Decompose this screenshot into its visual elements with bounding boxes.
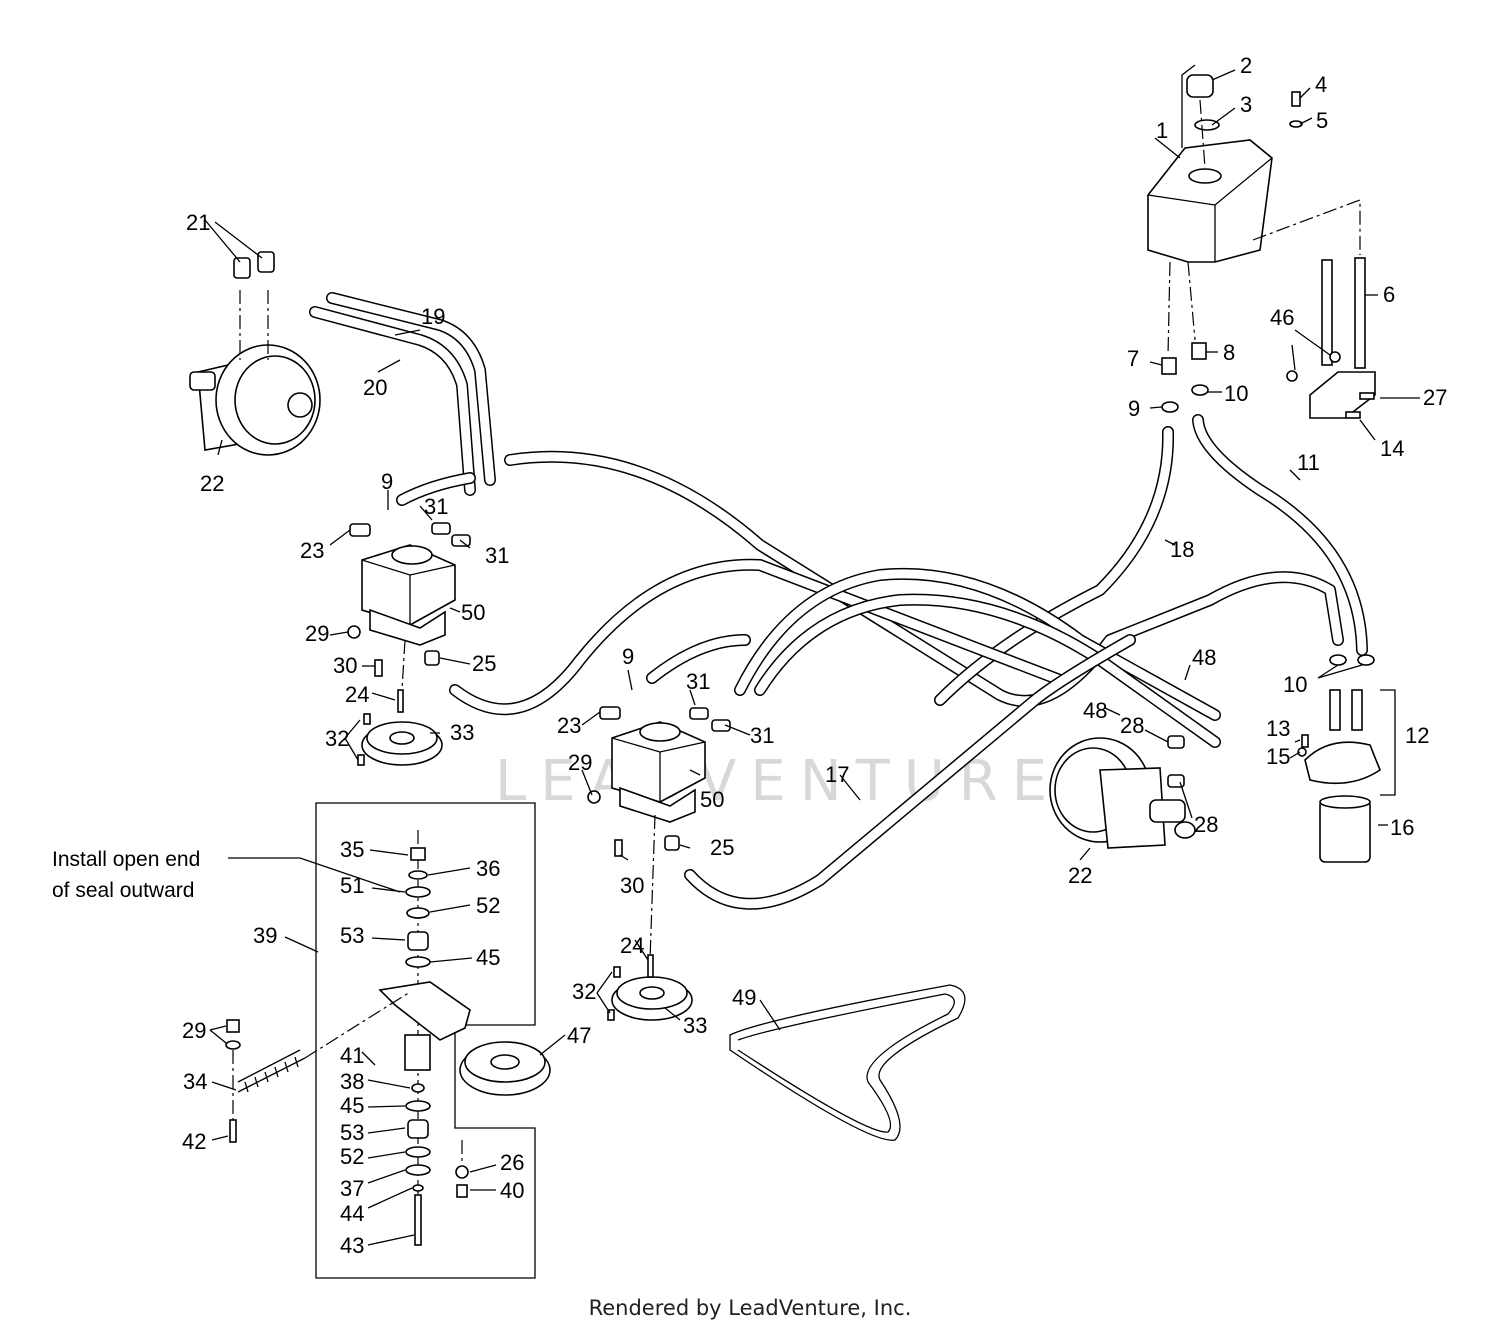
hydraulic-hoses [309,292,1368,910]
right-pump-pulley [611,954,693,1021]
callout-52: 52 [476,893,500,918]
callout-10: 10 [1224,381,1248,406]
callout-28: 28 [1194,812,1218,837]
callout-45: 45 [340,1093,364,1118]
callout-43: 43 [340,1233,364,1258]
callout-48: 48 [1083,698,1107,723]
callout-47: 47 [567,1023,591,1048]
callout-12: 12 [1405,723,1429,748]
callout-17: 17 [825,762,849,787]
callout-15: 15 [1266,744,1290,769]
right-wheel-motor [1049,737,1196,849]
callout-53: 53 [340,923,364,948]
callout-44: 44 [340,1201,364,1226]
idler-assembly-box [315,802,536,1279]
callout-4: 4 [1315,72,1327,97]
callout-29: 29 [182,1018,206,1043]
callout-31: 31 [424,494,448,519]
callout-50: 50 [461,600,485,625]
callout-25: 25 [710,835,734,860]
callout-21: 21 [186,210,210,235]
callout-33: 33 [450,720,474,745]
callout-18: 18 [1170,537,1194,562]
callout-36: 36 [476,856,500,881]
callout-25: 25 [472,651,496,676]
callout-30: 30 [620,873,644,898]
callout-6: 6 [1383,282,1395,307]
callout-45: 45 [476,945,500,970]
callout-numbers: 1 2 3 4 5 6 7 8 9 9 9 10 10 11 12 13 14 … [182,53,1447,1258]
footer-credit: Rendered by LeadVenture, Inc. [588,1296,912,1320]
callout-24: 24 [345,682,369,707]
callout-33: 33 [683,1013,707,1038]
left-wheel-motor [189,290,321,456]
leader-lines [204,64,1420,1246]
seal-install-note-line-2: of seal outward [52,879,194,902]
callout-3: 3 [1240,92,1252,117]
callout-48: 48 [1192,645,1216,670]
callout-9: 9 [381,469,393,494]
callout-8: 8 [1223,340,1235,365]
callout-40: 40 [500,1178,524,1203]
callout-41: 41 [340,1043,364,1068]
oil-filter-assembly [1304,689,1396,863]
idler-stack-parts [378,830,471,1246]
callout-32: 32 [325,726,349,751]
callout-13: 13 [1266,716,1290,741]
left-pump-pulley [361,689,443,766]
hydraulic-reservoir [1147,74,1361,356]
callout-31: 31 [686,669,710,694]
callout-31: 31 [750,723,774,748]
callout-24: 24 [620,933,644,958]
callout-34: 34 [183,1069,207,1094]
callout-9: 9 [622,644,634,669]
callout-42: 42 [182,1129,206,1154]
callout-29: 29 [568,750,592,775]
idler-spring [225,991,411,1143]
callout-35: 35 [340,837,364,862]
left-hydrostatic-pump [361,544,456,691]
callout-20: 20 [363,375,387,400]
callout-31: 31 [485,543,509,568]
callout-1: 1 [1156,118,1168,143]
callout-9: 9 [1128,396,1140,421]
callout-11: 11 [1297,450,1320,475]
callout-37: 37 [340,1176,364,1201]
callout-51: 51 [340,873,364,898]
callout-52: 52 [340,1144,364,1169]
fittings [233,91,1375,1021]
reservoir-bracket [1286,257,1376,419]
callout-7: 7 [1127,346,1139,371]
callout-14: 14 [1380,436,1404,461]
callout-22: 22 [1068,863,1092,888]
callout-26: 26 [500,1150,524,1175]
callout-29: 29 [305,621,329,646]
callout-49: 49 [732,985,756,1010]
callout-10: 10 [1283,672,1307,697]
idler-pulley [455,1041,551,1198]
callout-5: 5 [1316,108,1328,133]
callout-39: 39 [253,923,277,948]
callout-28: 28 [1120,713,1144,738]
callout-16: 16 [1390,815,1414,840]
callout-38: 38 [340,1069,364,1094]
callout-30: 30 [333,653,357,678]
callout-53: 53 [340,1120,364,1145]
callout-19: 19 [421,304,445,329]
callout-32: 32 [572,979,596,1004]
callout-2: 2 [1240,53,1252,78]
right-hydrostatic-pump [611,721,706,961]
callout-22: 22 [200,471,224,496]
seal-install-note-line-1: Install open end [52,848,200,871]
callout-50: 50 [700,787,724,812]
callout-23: 23 [300,538,324,563]
callout-27: 27 [1423,385,1447,410]
drive-belt [729,984,966,1141]
callout-23: 23 [557,713,581,738]
callout-46: 46 [1270,305,1294,330]
